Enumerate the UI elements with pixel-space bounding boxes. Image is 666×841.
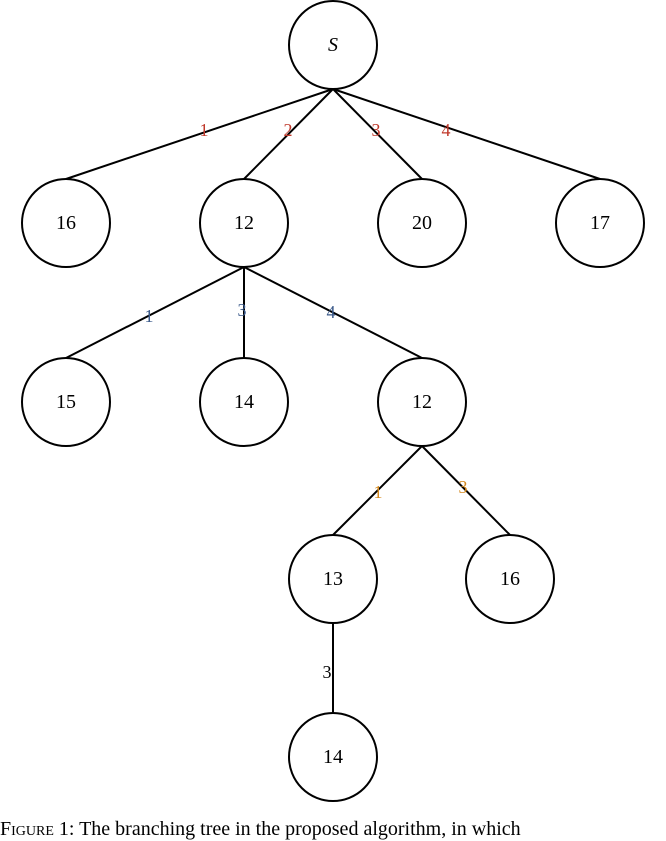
edge-level2-to-level3-1 [332, 445, 423, 536]
level4-node-1: 14 [288, 712, 378, 802]
edge-label-level1-2: 2 [284, 120, 293, 140]
edge-level2-to-level3-2 [421, 445, 511, 536]
edge-label-level3-1: 1 [374, 482, 383, 502]
level1-node-3: 20 [377, 178, 467, 268]
level1-node-4: 17 [555, 178, 645, 268]
root-node-circle [288, 0, 378, 90]
level2-node-2-label: 14 [234, 391, 254, 413]
edge-root-to-level1-3 [332, 88, 423, 180]
edge-label-level2-1: 1 [145, 306, 154, 326]
level3-node-1-label: 13 [323, 568, 343, 590]
level1-node-3-circle [377, 178, 467, 268]
edge-level1-to-level2-1 [65, 266, 245, 359]
level2-node-3-label: 12 [412, 391, 432, 413]
edge-label-level3-2: 3 [459, 477, 468, 497]
edges [65, 88, 601, 713]
edge-label-level1-1: 1 [200, 120, 209, 140]
level4-node-1-label: 14 [323, 746, 343, 768]
level3-node-2-label: 16 [500, 568, 520, 590]
level2-node-1-circle [21, 357, 111, 447]
level1-node-1-circle [21, 178, 111, 268]
edge-label-level1-4: 4 [442, 120, 451, 140]
edge-root-to-level1-1 [65, 88, 334, 180]
caption-text: The branching tree in the proposed algor… [74, 818, 521, 840]
level3-node-2-circle [465, 534, 555, 624]
edge-label-level1-3: 3 [372, 120, 381, 140]
level1-node-4-circle [555, 178, 645, 268]
level2-node-3-circle [377, 357, 467, 447]
edge-label-level2-2: 3 [238, 300, 247, 320]
figure-caption: Figure 1: The branching tree in the prop… [0, 817, 666, 841]
level1-node-1: 16 [21, 178, 111, 268]
root-node-label: S [328, 34, 338, 56]
level3-node-2: 16 [465, 534, 555, 624]
edge-label-level2-3: 4 [327, 302, 336, 322]
level2-node-3: 12 [377, 357, 467, 447]
level2-node-2: 14 [199, 357, 289, 447]
level1-node-2-circle [199, 178, 289, 268]
edge-level1-to-level2-3 [243, 266, 423, 359]
edge-root-to-level1-2 [243, 88, 334, 180]
level1-node-1-label: 16 [56, 212, 76, 234]
level1-node-2-label: 12 [234, 212, 254, 234]
level1-node-3-label: 20 [412, 212, 432, 234]
edge-label-level4-1: 3 [323, 662, 332, 682]
level1-node-2: 12 [199, 178, 289, 268]
level3-node-1: 13 [288, 534, 378, 624]
level2-node-1: 15 [21, 357, 111, 447]
caption-prefix: Figure 1: [0, 818, 75, 840]
root-node: S [288, 0, 378, 90]
edge-root-to-level1-4 [332, 88, 601, 180]
level1-node-4-label: 17 [590, 212, 610, 234]
level2-node-2-circle [199, 357, 289, 447]
level2-node-1-label: 15 [56, 391, 76, 413]
level4-node-1-circle [288, 712, 378, 802]
level3-node-1-circle [288, 534, 378, 624]
